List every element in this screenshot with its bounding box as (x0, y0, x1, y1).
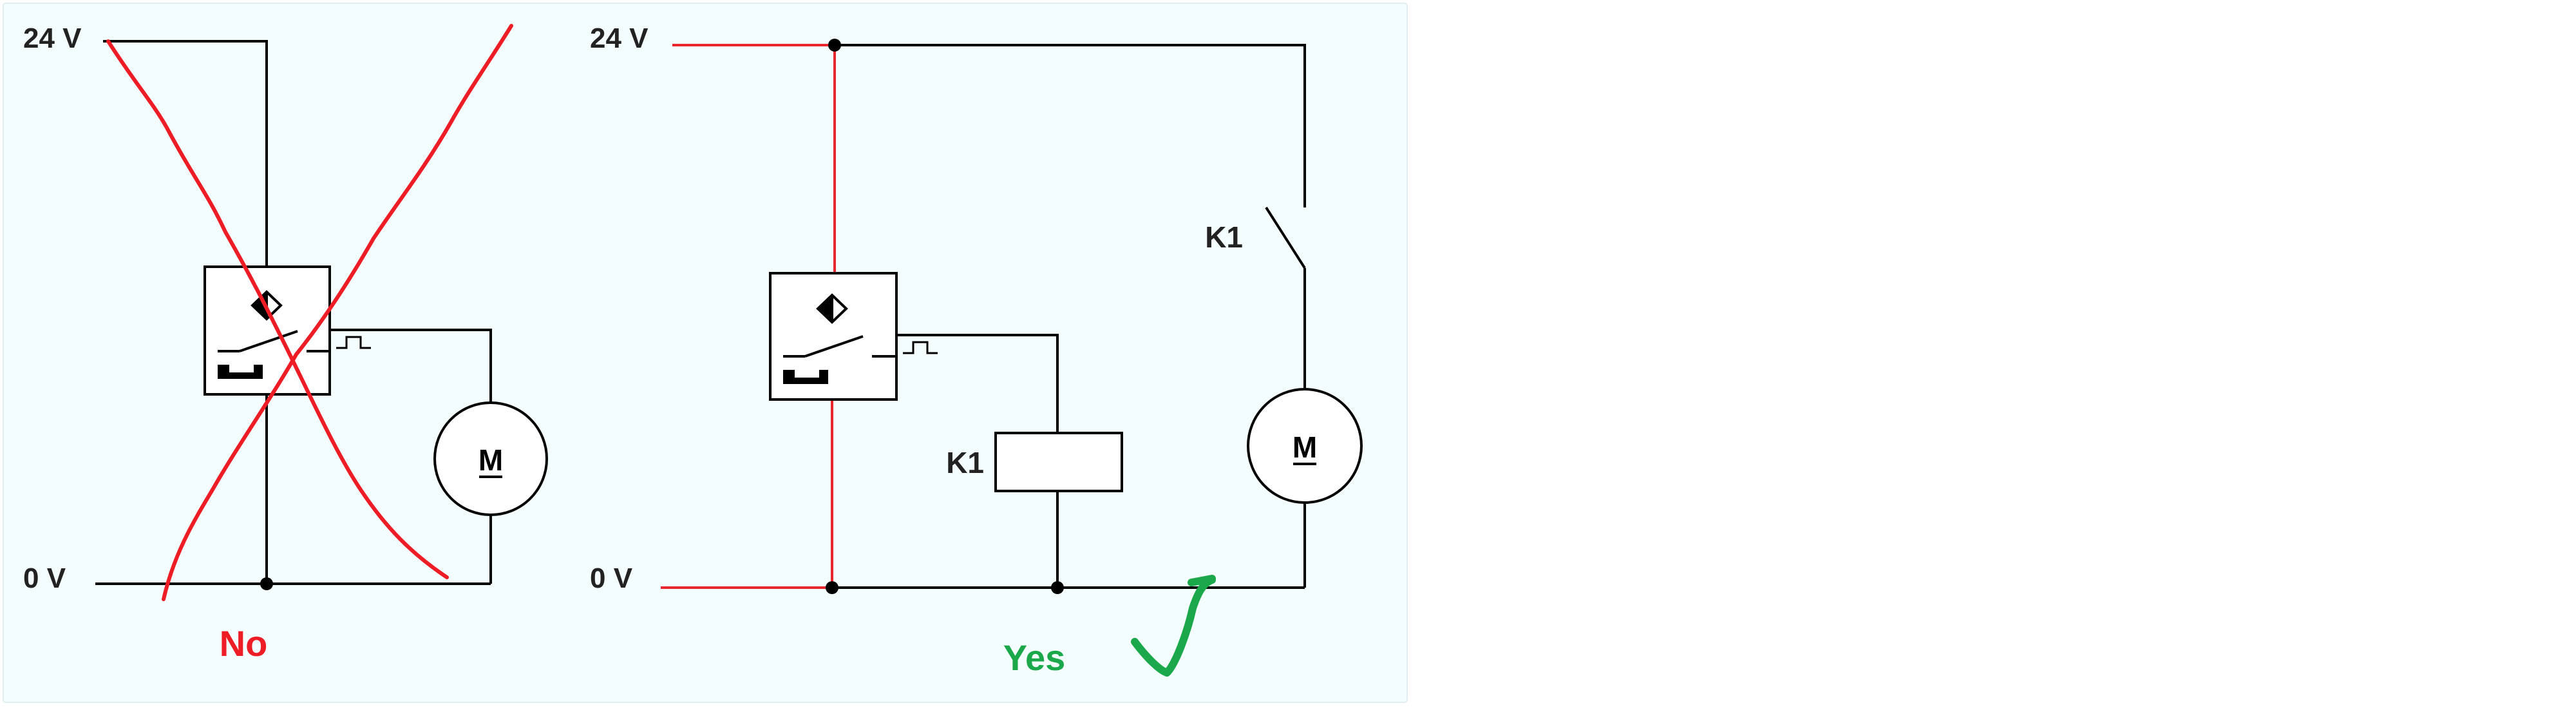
left-circuit: 24 V 0 V (23, 23, 548, 664)
right-ground-label: 0 V (590, 563, 633, 594)
cross-mark-icon (106, 24, 513, 601)
left-supply-wire (103, 40, 268, 267)
left-motor-label: M (478, 443, 503, 477)
right-supply-label: 24 V (590, 23, 649, 54)
right-sensor-output-wire (896, 334, 1059, 433)
right-circuit: 24 V 0 V (590, 23, 1363, 678)
right-ground-junction (826, 581, 838, 594)
relay-coil: K1 (946, 432, 1123, 492)
left-sensor-switch (218, 330, 330, 352)
left-motor: M (433, 401, 548, 516)
check-mark-icon (1131, 575, 1216, 677)
left-sensor-output-wire (330, 329, 492, 409)
left-sensor-base-right (254, 365, 263, 379)
motor-icon (433, 401, 548, 516)
relay-contact: K1 (1205, 206, 1306, 269)
left-ground-junction (260, 577, 273, 590)
left-ground-label: 0 V (23, 563, 66, 594)
left-sensor (204, 265, 371, 396)
relay-coil-label: K1 (946, 446, 984, 479)
right-motor-label: M (1293, 430, 1317, 464)
right-sensor (769, 272, 938, 401)
motor-icon (1247, 388, 1363, 504)
left-verdict-label: No (220, 623, 268, 664)
right-motor: M (1247, 388, 1363, 504)
left-wires (95, 40, 492, 585)
left-supply-label: 24 V (23, 23, 82, 54)
pulse-output-icon (336, 336, 371, 349)
right-verdict-label: Yes (1003, 637, 1066, 678)
pulse-output-icon (903, 341, 938, 354)
sensor-symbol-fill (818, 295, 832, 322)
left-sensor-base-bar (218, 372, 263, 379)
right-power-wires (661, 44, 836, 589)
right-coil-ground-junction (1051, 581, 1064, 594)
right-supply-junction (828, 39, 841, 52)
right-sensor-switch (783, 335, 896, 358)
right-supply-to-contact-wire (835, 44, 1306, 207)
relay-contact-label: K1 (1205, 220, 1243, 254)
right-sensor-base-right (819, 370, 828, 384)
right-control-wires (833, 44, 1306, 589)
right-sensor-base-bar (783, 378, 828, 384)
